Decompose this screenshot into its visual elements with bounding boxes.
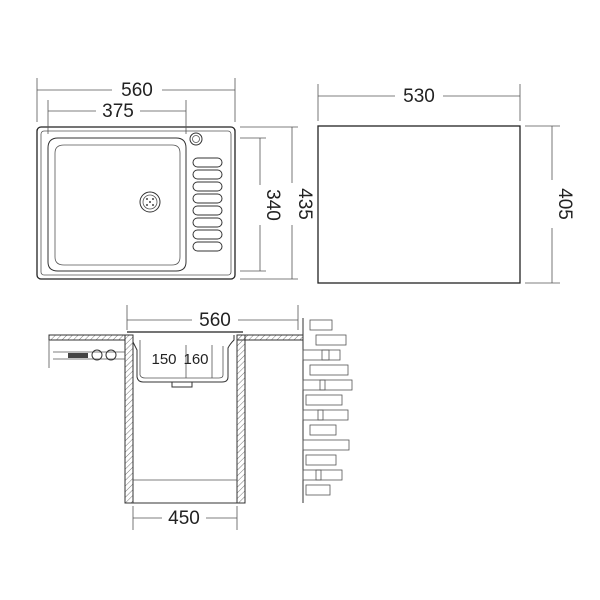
sink-outline	[36, 126, 236, 280]
countertop-right	[236, 334, 304, 341]
overall-depth-label: 435	[294, 188, 315, 220]
sink-inner-rim	[40, 130, 232, 276]
cabinet-panel-right	[236, 334, 246, 504]
section-width-label: 560	[199, 310, 231, 331]
depth-right-label: 160	[183, 351, 208, 368]
drain-icon	[139, 191, 161, 213]
drain-stub	[171, 381, 193, 388]
section-view	[48, 331, 304, 504]
dimension-cabinet-inner-width: 450	[132, 506, 238, 530]
outlet-pipe-icon	[53, 349, 125, 361]
cabinet-width-label: 530	[403, 86, 435, 107]
cabinet-panel-left	[124, 334, 134, 504]
bowl-inner-outline	[54, 144, 181, 266]
dimension-cabinet-height: 405	[525, 125, 575, 284]
bowl-outline	[47, 137, 187, 272]
dimension-overall-depth: 435	[240, 126, 315, 280]
cabinet-height-label: 405	[554, 188, 575, 220]
sink-top-view	[36, 126, 236, 280]
dimension-overall-width: 560	[36, 78, 236, 122]
dimension-bowl-depth: 340	[240, 137, 283, 272]
dimension-bowl-width: 375	[47, 100, 187, 134]
depth-left-label: 150	[151, 351, 176, 368]
cabinet-front-view	[317, 125, 521, 284]
dimension-section-width: 560	[126, 305, 299, 331]
brick-wall-icon	[302, 318, 353, 503]
tap-hole	[189, 132, 203, 146]
drainer-ribs	[192, 157, 223, 252]
bowl-depth-label: 340	[262, 189, 283, 221]
countertop-left	[48, 334, 126, 341]
cabinet-outline	[317, 125, 521, 284]
dimension-cabinet-width: 530	[317, 84, 521, 121]
bowl-width-label: 375	[102, 101, 134, 122]
cabinet-inner-width-label: 450	[168, 508, 200, 529]
overall-width-label: 560	[121, 80, 153, 101]
